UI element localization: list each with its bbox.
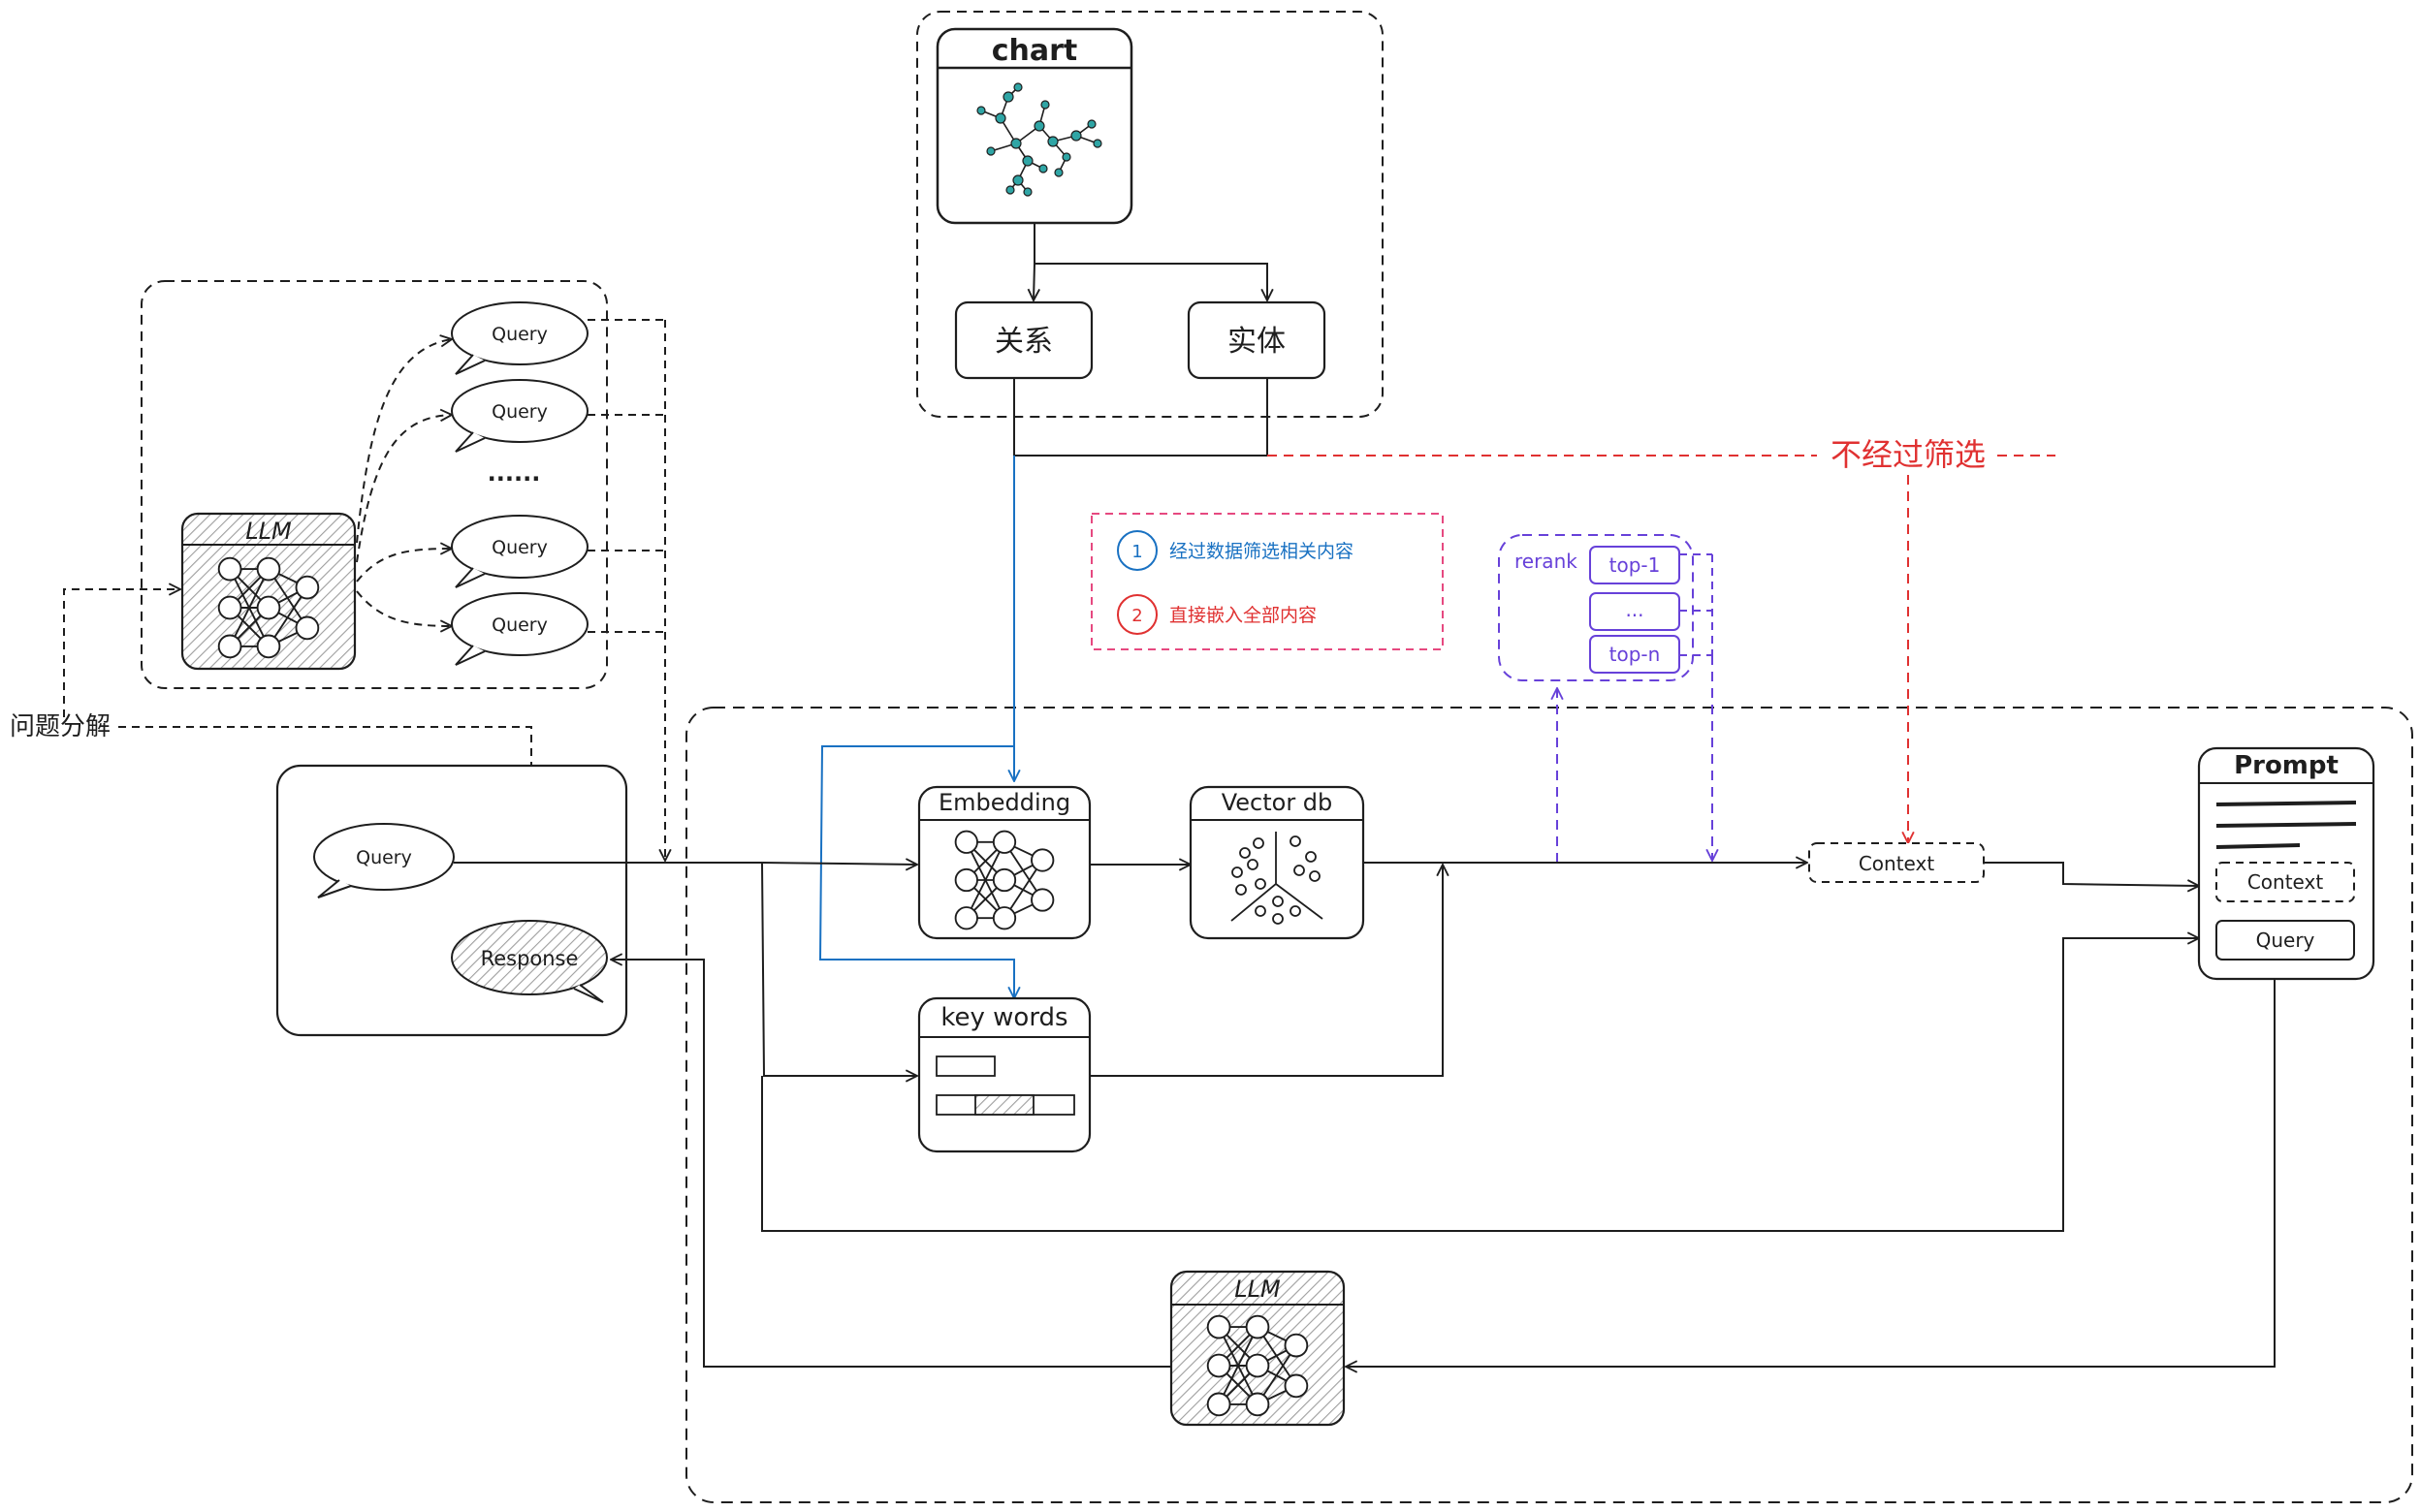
legend-num-2: 2 bbox=[1131, 606, 1142, 626]
rag-pipeline-container bbox=[685, 707, 2413, 1503]
rerank-merge-line bbox=[1679, 553, 1713, 656]
vector-db-box[interactable]: Vector db bbox=[1189, 785, 1365, 940]
rerank-top-1-label: top-1 bbox=[1609, 553, 1661, 577]
rerank-group: rerank top-1 ... top-n bbox=[1498, 534, 1713, 681]
decompose-query-3-label: Query bbox=[492, 537, 548, 558]
legend-num-1-circle bbox=[1117, 530, 1158, 571]
context-to-prompt-arrow bbox=[1984, 862, 2199, 886]
keywords-label: key words bbox=[940, 1003, 1067, 1032]
legend-text-1: 经过数据筛选相关内容 bbox=[1169, 541, 1353, 562]
prompt-query-slot[interactable] bbox=[2215, 920, 2355, 961]
chart-group-container bbox=[916, 11, 1384, 418]
keywords-to-context-line bbox=[1090, 865, 1443, 1077]
entity-box[interactable]: 实体 bbox=[1187, 300, 1326, 380]
chart-to-relation-arrow bbox=[1034, 223, 1035, 300]
chart-box[interactable]: chart bbox=[936, 27, 1133, 225]
decompose-side-label: 问题分解 bbox=[10, 712, 111, 741]
prompt-title: Prompt bbox=[2234, 751, 2339, 780]
client-box bbox=[275, 764, 628, 1037]
filtered-path-loop bbox=[818, 745, 1014, 998]
query-to-prompt-arrow bbox=[761, 938, 2199, 1232]
query-to-embedding-arrow bbox=[761, 863, 917, 865]
rerank-top-n-label: top-n bbox=[1609, 643, 1661, 666]
relation-entity-join-line bbox=[1013, 378, 1268, 457]
chart-to-entity-arrow bbox=[1035, 263, 1267, 300]
answer-llm-box[interactable]: LLM bbox=[1169, 1270, 1346, 1427]
decompose-query-2[interactable]: Query bbox=[451, 379, 589, 453]
rerank-ellipsis[interactable]: ... bbox=[1589, 592, 1680, 631]
relation-label: 关系 bbox=[995, 325, 1053, 359]
keywords-box[interactable]: key words bbox=[917, 996, 1092, 1153]
keyword-bar-highlight bbox=[974, 1094, 1035, 1116]
legend-num-1: 1 bbox=[1131, 542, 1142, 562]
prompt-context-slot[interactable] bbox=[2215, 862, 2355, 902]
keyword-bar-short bbox=[936, 1055, 996, 1077]
rerank-top-1[interactable]: top-1 bbox=[1589, 546, 1680, 584]
decompose-llm-label: LLM bbox=[245, 518, 292, 545]
decompose-query-4-label: Query bbox=[492, 614, 548, 636]
queries-merge-lines bbox=[588, 319, 665, 861]
relation-box[interactable]: 关系 bbox=[954, 300, 1094, 380]
client-response-bubble[interactable]: Response bbox=[451, 920, 608, 1003]
decompose-query-4[interactable]: Query bbox=[451, 592, 589, 666]
decompose-query-3[interactable]: Query bbox=[451, 515, 589, 588]
llm-to-response-arrow bbox=[611, 960, 1171, 1368]
decompose-query-1[interactable]: Query bbox=[451, 301, 589, 375]
rerank-top-n[interactable]: top-n bbox=[1589, 635, 1680, 674]
legend-text-2: 直接嵌入全部内容 bbox=[1169, 605, 1317, 626]
entity-label: 实体 bbox=[1227, 325, 1286, 359]
client-query-bubble[interactable]: Query bbox=[313, 823, 455, 898]
answer-llm-label: LLM bbox=[1234, 1276, 1281, 1303]
client-query-label: Query bbox=[356, 847, 412, 868]
context-box[interactable]: Context bbox=[1808, 842, 1985, 883]
decompose-llm-box[interactable]: LLM bbox=[180, 512, 357, 671]
prompt-query-label: Query bbox=[2256, 929, 2315, 952]
decompose-query-2-label: Query bbox=[492, 401, 548, 423]
embedding-box[interactable]: Embedding bbox=[917, 785, 1092, 940]
query-to-keywords-arrow bbox=[761, 862, 917, 1076]
prompt-text-line-2 bbox=[2215, 822, 2357, 828]
embedding-label: Embedding bbox=[939, 789, 1070, 816]
vector-cluster-icon bbox=[1230, 832, 1323, 925]
context-label: Context bbox=[1859, 852, 1935, 875]
graph-network-nodes bbox=[976, 82, 1102, 197]
prompt-to-llm-arrow bbox=[1346, 979, 2276, 1367]
prompt-box[interactable]: Prompt Context Query bbox=[2197, 746, 2375, 981]
prompt-text-line-1 bbox=[2215, 801, 2357, 806]
no-filter-label: 不经过筛选 bbox=[1831, 436, 1986, 473]
rerank-ellipsis-label: ... bbox=[1625, 598, 1643, 621]
decompose-query-1-label: Query bbox=[492, 324, 548, 345]
prompt-text-line-3 bbox=[2215, 843, 2301, 849]
rerank-label: rerank bbox=[1514, 550, 1577, 573]
decompose-group-container bbox=[141, 280, 608, 689]
legend-num-2-circle bbox=[1117, 594, 1158, 635]
llm-to-queries-arrows bbox=[356, 339, 452, 626]
chart-title: chart bbox=[992, 34, 1078, 68]
decompose-ellipsis: ...... bbox=[488, 459, 541, 487]
client-response-label: Response bbox=[481, 947, 579, 970]
prompt-context-label: Context bbox=[2247, 870, 2324, 894]
vector-db-label: Vector db bbox=[1222, 789, 1333, 816]
legend-box: 1 经过数据筛选相关内容 2 直接嵌入全部内容 bbox=[1091, 513, 1444, 650]
